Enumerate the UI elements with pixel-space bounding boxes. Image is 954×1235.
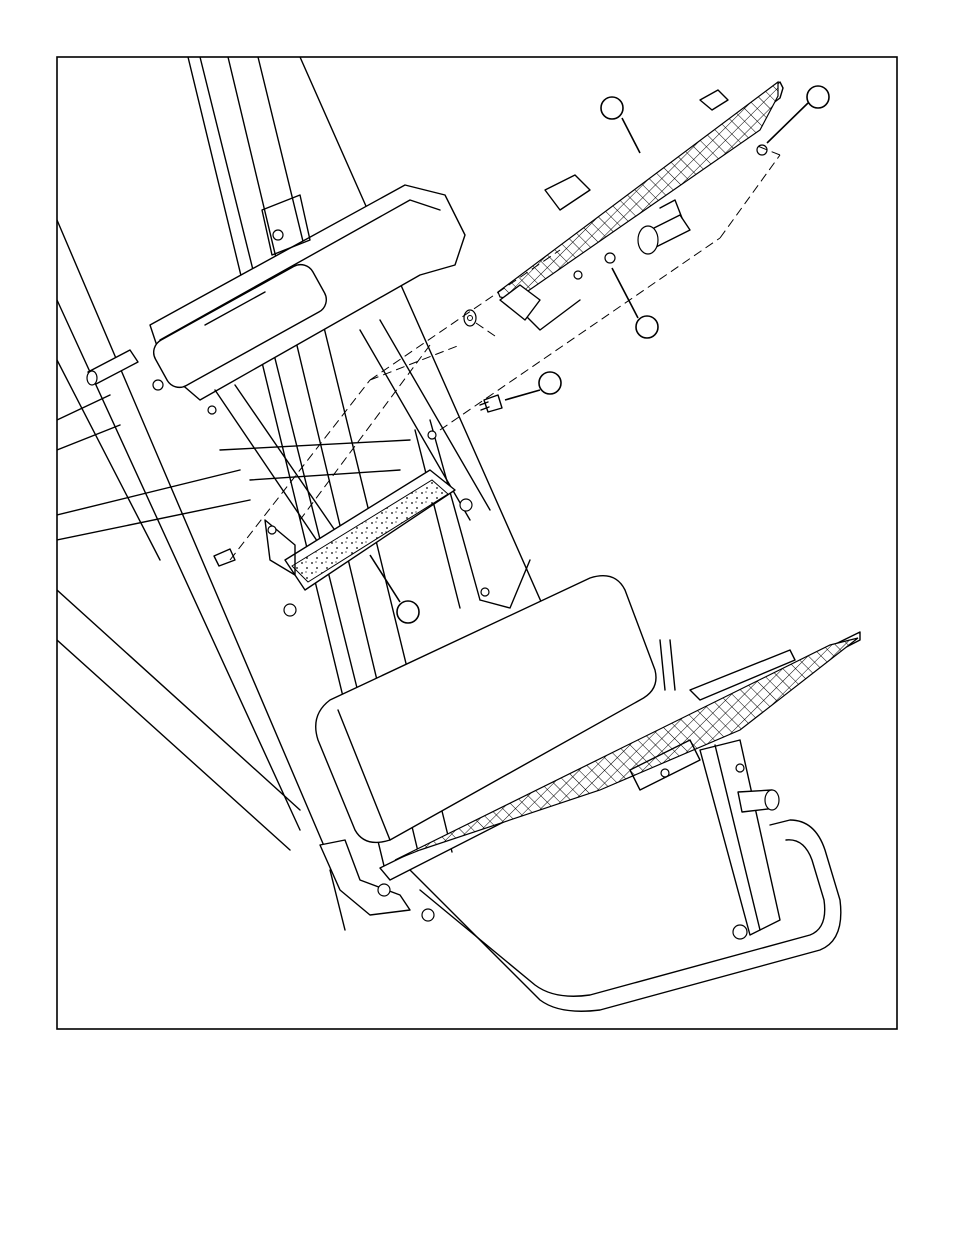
callout-bolt <box>539 372 561 394</box>
callout-nut-plate <box>636 316 658 338</box>
callout-step-plate <box>397 601 419 623</box>
callout-plate-top <box>601 97 623 119</box>
figure-border <box>57 57 897 1029</box>
callout-washer-right <box>807 86 829 108</box>
washer <box>464 310 476 326</box>
